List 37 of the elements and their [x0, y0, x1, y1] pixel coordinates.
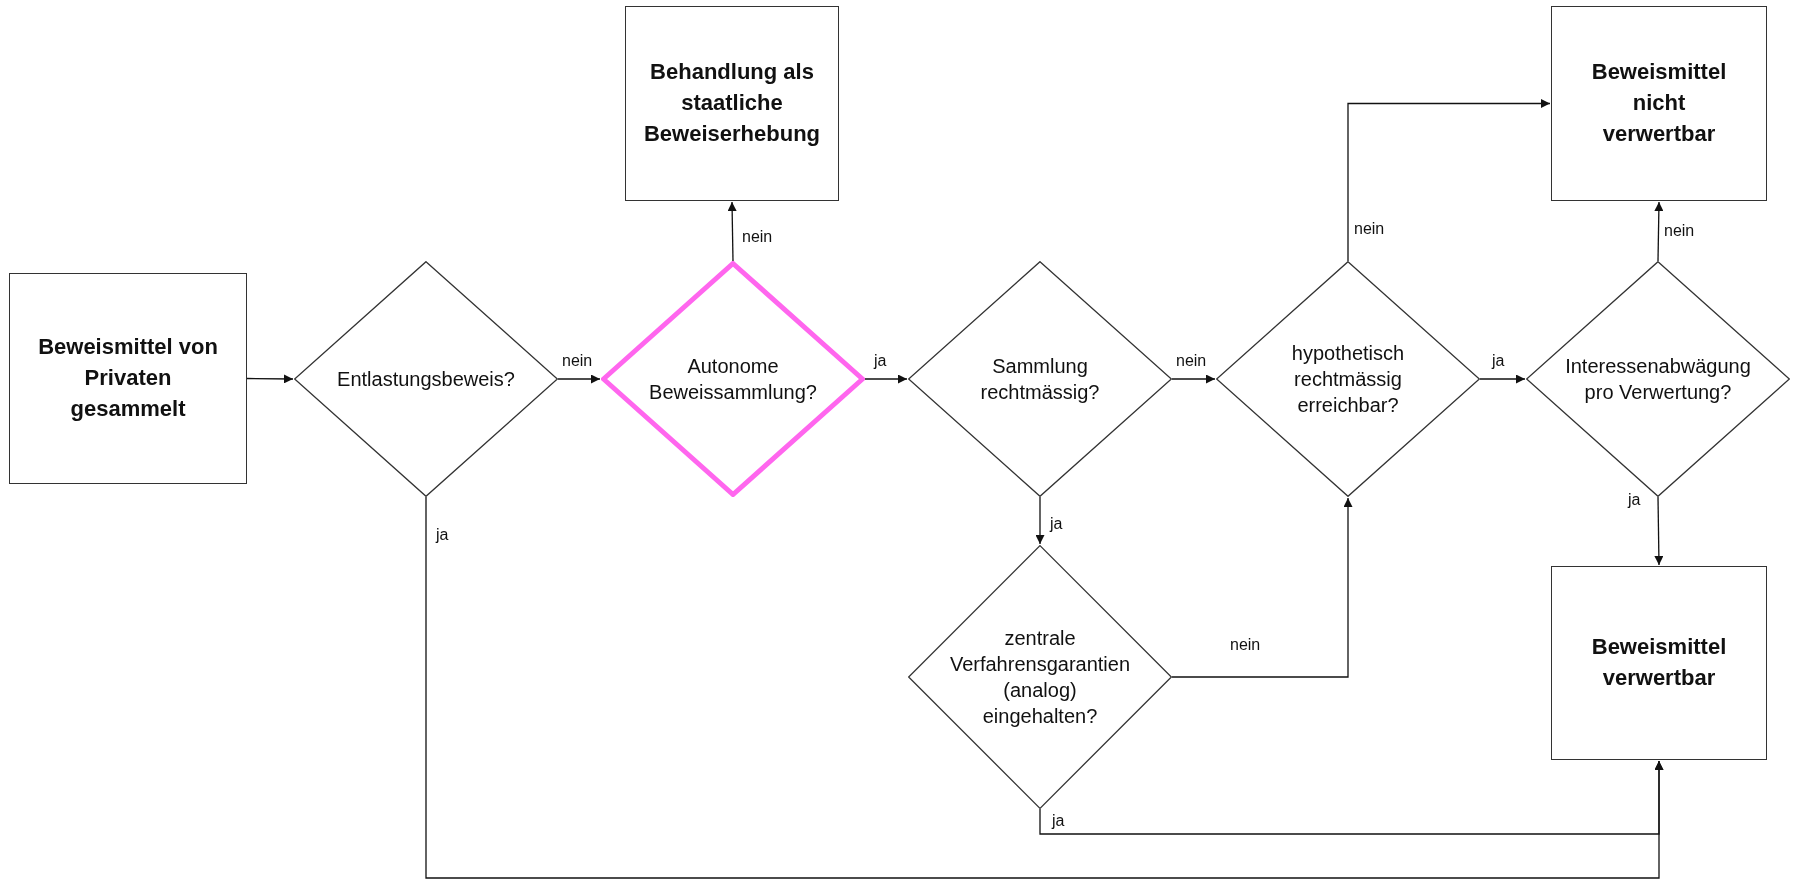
- question-text: Sammlung rechtmässig?: [979, 354, 1101, 405]
- decision-diamond: [601, 261, 865, 497]
- arrow: [246, 374, 294, 384]
- question-text: Autonome Beweissammlung?: [648, 354, 818, 405]
- arrow: [1035, 496, 1045, 545]
- box-text: Beweismittel verwertbar: [1590, 633, 1728, 692]
- arrow: [557, 374, 601, 384]
- arrow: [1347, 99, 1551, 262]
- process-box: [9, 273, 247, 484]
- edge-label: ja: [1626, 491, 1643, 509]
- process-box: [625, 6, 839, 201]
- process-box: [1551, 566, 1767, 760]
- box-text: Beweismittel von Privaten gesammelt: [37, 333, 219, 423]
- question-text: zentrale Verfahrensgarantien (analog) eingehalten?: [948, 626, 1132, 729]
- box-text: Beweismittel nicht verwertbar: [1590, 58, 1728, 148]
- process-box: [1551, 6, 1767, 201]
- edge-label: ja: [434, 526, 451, 544]
- arrow: [1654, 496, 1664, 566]
- question-text: hypothetisch rechtmässig erreichbar?: [1290, 341, 1406, 418]
- box-text: Behandlung als staatliche Beweiserhebung: [643, 58, 822, 148]
- arrow: [727, 201, 737, 262]
- arrow: [1654, 201, 1664, 262]
- question-text: Interessenabwägung pro Verwertung?: [1564, 354, 1752, 405]
- edge-label: ja: [1050, 812, 1067, 830]
- edge-label: ja: [1048, 515, 1065, 533]
- decision-diamond: [908, 261, 1172, 497]
- arrow: [864, 374, 908, 384]
- decision-diamond: [294, 261, 558, 497]
- edge-label: ja: [1490, 352, 1507, 370]
- arrow: [1171, 497, 1353, 678]
- edge-label: ja: [872, 352, 889, 370]
- arrow: [1479, 374, 1526, 384]
- decision-diamond: [1216, 261, 1480, 497]
- arrow: [425, 496, 1664, 879]
- arrow: [1171, 374, 1216, 384]
- question-text: Entlastungsbeweis?: [336, 367, 516, 392]
- decision-diamond: [908, 545, 1172, 809]
